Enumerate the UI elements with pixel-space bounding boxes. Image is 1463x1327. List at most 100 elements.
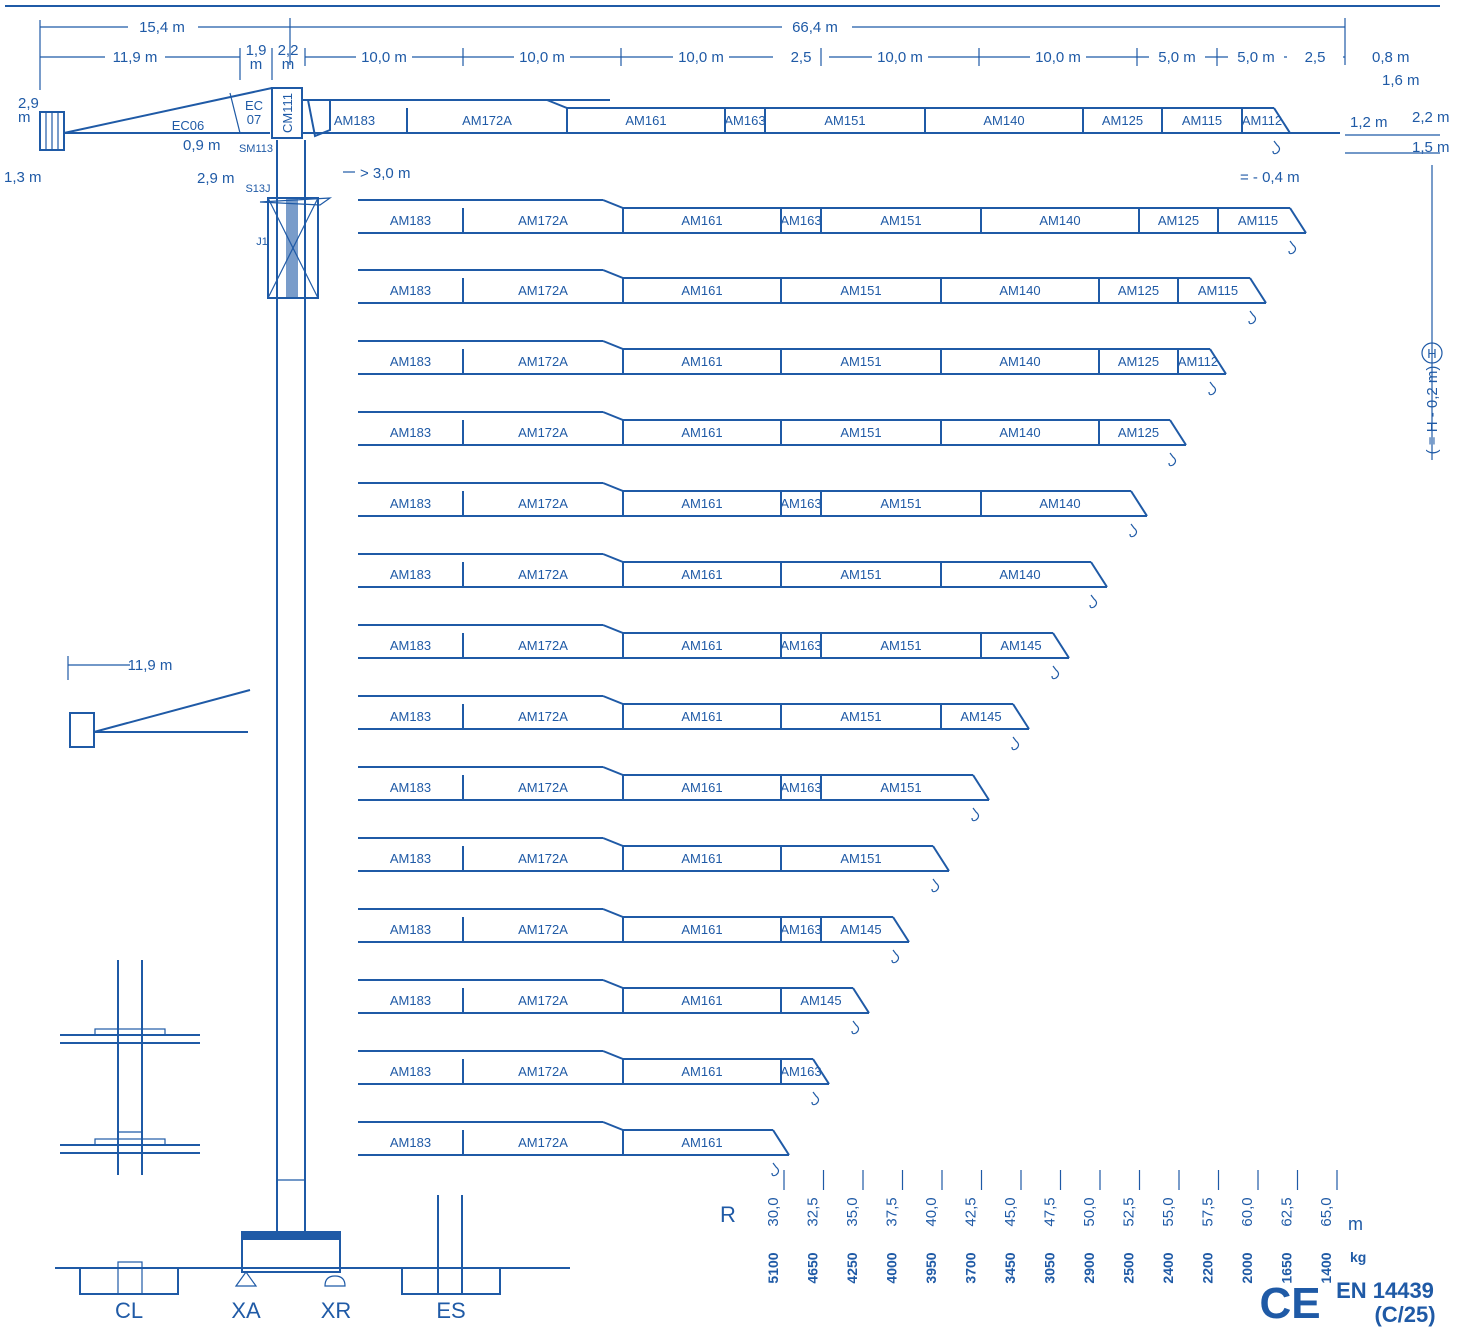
- load-value: 1650: [1279, 1252, 1295, 1283]
- load-value: 3700: [963, 1252, 979, 1283]
- jib-segment-label: AM163: [780, 496, 821, 511]
- jib-segment-label: AM161: [681, 213, 722, 228]
- svg-text:11,9 m: 11,9 m: [128, 657, 173, 674]
- jib-segment-label: AM140: [999, 283, 1040, 298]
- jib-segment-label: AM151: [840, 709, 881, 724]
- base-xr: XR: [321, 1298, 352, 1323]
- h-formula: ( = H - 0,2 m): [1424, 366, 1441, 455]
- jib-segment-label: AM112: [1242, 113, 1282, 128]
- jib-segment-label: AM183: [390, 922, 431, 937]
- radius-value: 35,0: [844, 1197, 861, 1226]
- label-cm111: CM111: [280, 93, 295, 133]
- xa-icon: [234, 1270, 258, 1287]
- jib-segment-label: AM140: [999, 425, 1040, 440]
- jib-segment-label: AM151: [880, 496, 921, 511]
- jib-segment-label: AM172A: [518, 851, 568, 866]
- hook-icon: [1248, 310, 1257, 325]
- load-value: 3050: [1042, 1252, 1058, 1283]
- jib-segment-label: AM172A: [518, 354, 568, 369]
- jib-segment-label: AM183: [390, 780, 431, 795]
- mast: [241, 140, 341, 1273]
- aux-counter-jib: 11,9 m: [67, 656, 251, 748]
- radius-value: 65,0: [1318, 1197, 1335, 1226]
- hook-height-note: = - 0,4 m: [1240, 169, 1300, 186]
- load-value: 2400: [1160, 1252, 1176, 1283]
- jib-segment-label: AM115: [1238, 213, 1278, 228]
- load-value: 4000: [884, 1252, 900, 1283]
- svg-text:2,9: 2,9: [18, 95, 39, 112]
- aux-mast-detail: [60, 960, 200, 1175]
- radius-value: 40,0: [923, 1197, 940, 1226]
- jib-segment-label: AM172A: [518, 213, 568, 228]
- jib-segment-label: AM183: [390, 709, 431, 724]
- jib-segment-label: AM183: [390, 283, 431, 298]
- jib-segment-label: AM140: [1039, 213, 1080, 228]
- load-value: 2900: [1081, 1252, 1097, 1283]
- jib-segment-label: AM183: [334, 113, 375, 128]
- jib-segment-label: AM161: [681, 567, 722, 582]
- jib-segment-label: AM172A: [518, 283, 568, 298]
- radius-value: 32,5: [805, 1197, 822, 1226]
- jib-segment-label: AM172A: [518, 1135, 568, 1150]
- jib-segment-label: AM172A: [518, 709, 568, 724]
- jib-segment-label: AM172A: [462, 113, 512, 128]
- jib-segment-label: AM151: [840, 567, 881, 582]
- load-value: 2500: [1121, 1252, 1137, 1283]
- jib-segment-label: AM172A: [518, 567, 568, 582]
- load-column: 42,5 3700: [963, 1170, 983, 1284]
- svg-text:EC: EC: [245, 98, 263, 113]
- svg-text:1,6 m: 1,6 m: [1382, 72, 1420, 89]
- label-ec06: EC06: [172, 118, 205, 133]
- jib-segment-label: AM163: [780, 780, 821, 795]
- jib-segment-label: AM183: [390, 638, 431, 653]
- jib-segment-label: AM163: [780, 213, 821, 228]
- dim-1-9: 1,9: [246, 42, 267, 59]
- hook-icon: [1011, 736, 1020, 751]
- jib-segment-label: AM161: [681, 780, 722, 795]
- radius-value: 50,0: [1081, 1197, 1098, 1226]
- jib-segment-label: AM115: [1182, 113, 1222, 128]
- svg-text:2,2 m: 2,2 m: [1412, 109, 1450, 126]
- label-kg: kg: [1350, 1249, 1366, 1265]
- jib-segment-label: AM145: [960, 709, 1001, 724]
- svg-text:m: m: [282, 56, 295, 73]
- hook-icon: [931, 878, 940, 893]
- jib-segment-label: AM125: [1118, 283, 1159, 298]
- label-r: R: [720, 1202, 736, 1227]
- load-value: 1400: [1318, 1252, 1334, 1283]
- jib-segment-label: AM151: [840, 283, 881, 298]
- jib-segment-label: AM161: [681, 851, 722, 866]
- radius-value: 42,5: [963, 1197, 980, 1226]
- hook-icon: [1168, 452, 1177, 467]
- jib-segment-label: AM151: [880, 638, 921, 653]
- load-value: 2200: [1200, 1252, 1216, 1283]
- hook-icon: [811, 1091, 820, 1106]
- dim-jib-segment: 10,0 m: [519, 49, 565, 66]
- jib-segment-label: AM163: [780, 638, 821, 653]
- radius-value: 52,5: [1121, 1197, 1138, 1226]
- dim-jib-segment: 10,0 m: [1035, 49, 1081, 66]
- jib-segment-label: AM161: [681, 638, 722, 653]
- load-column: 65,0 1400: [1318, 1170, 1338, 1284]
- load-column: 52,5 2500: [1121, 1170, 1141, 1284]
- jib-segment-label: AM151: [880, 780, 921, 795]
- hook-icon: [1051, 665, 1060, 680]
- jib-segment-label: AM161: [681, 425, 722, 440]
- load-value: 2000: [1239, 1252, 1255, 1283]
- jib-segment-label: AM183: [390, 354, 431, 369]
- svg-text:1,5 m: 1,5 m: [1412, 139, 1450, 156]
- jib-segment-label: AM172A: [518, 922, 568, 937]
- standard: EN 14439: [1336, 1278, 1434, 1303]
- svg-text:m: m: [250, 56, 263, 73]
- hook-icon: [891, 949, 900, 964]
